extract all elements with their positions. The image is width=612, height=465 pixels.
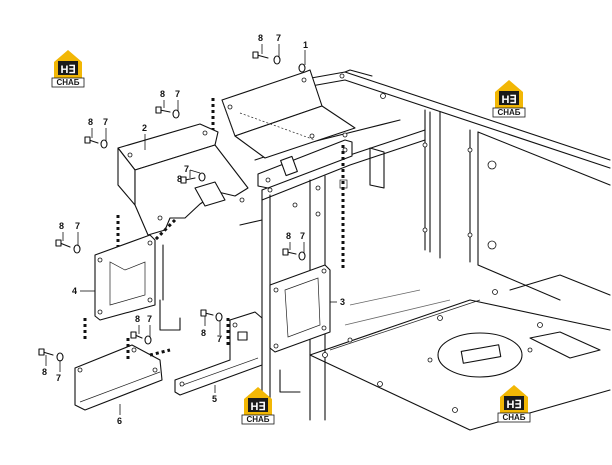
callout-8: 8 — [135, 314, 140, 324]
callout-8: 8 — [88, 117, 93, 127]
watermark-logo: СНАБ — [492, 79, 526, 118]
bolt-set-part-2-mid — [180, 172, 206, 184]
callout-4: 4 — [72, 286, 77, 296]
callout-7: 7 — [147, 314, 152, 324]
callout-3: 3 — [340, 297, 345, 307]
machine-frame — [159, 69, 611, 431]
callout-7: 7 — [276, 33, 281, 43]
callout-8: 8 — [160, 89, 165, 99]
callout-7: 7 — [300, 231, 305, 241]
part-1-upper-cover — [211, 69, 356, 159]
part-5-lower-cover — [174, 311, 263, 396]
watermark-logo: СНАБ — [241, 386, 275, 425]
leader-lines — [45, 44, 337, 415]
callout-7: 7 — [175, 89, 180, 99]
part-6-bottom-plate — [74, 338, 171, 411]
bolt-set-part-6-upper — [130, 331, 152, 345]
svg-text:СНАБ: СНАБ — [56, 78, 79, 87]
bolt-set-part-1 — [252, 51, 306, 73]
part-4-left-plate — [83, 234, 156, 340]
watermark-logo: СНАБ — [497, 384, 531, 423]
fasteners — [38, 51, 306, 362]
callout-7: 7 — [184, 164, 189, 174]
callout-1: 1 — [303, 40, 308, 50]
part-3-right-panel — [269, 264, 331, 353]
bolt-set-part-4 — [55, 239, 81, 254]
callout-8: 8 — [258, 33, 263, 43]
svg-text:СНАБ: СНАБ — [246, 415, 269, 424]
bolt-set-part-6 — [38, 348, 64, 362]
callout-8: 8 — [177, 174, 182, 184]
bolt-set-part-2-left — [84, 136, 108, 149]
callout-8: 8 — [42, 367, 47, 377]
callout-8: 8 — [201, 328, 206, 338]
callout-5: 5 — [212, 394, 217, 404]
callout-7: 7 — [103, 117, 108, 127]
callout-8: 8 — [59, 221, 64, 231]
callout-2: 2 — [142, 123, 147, 133]
svg-text:СНАБ: СНАБ — [497, 108, 520, 117]
svg-text:СНАБ: СНАБ — [502, 413, 525, 422]
bolt-set-part-5 — [200, 309, 223, 322]
mounting-bracket — [257, 139, 353, 270]
part-2-left-cover — [116, 123, 249, 265]
watermark-logo: СНАБ — [51, 49, 85, 88]
bolt-set-part-2-top — [155, 106, 180, 119]
bolt-set-part-3 — [282, 248, 306, 261]
callout-6: 6 — [117, 416, 122, 426]
callout-7: 7 — [56, 373, 61, 383]
callout-7: 7 — [217, 334, 222, 344]
callout-labels: 1 8 7 8 7 8 7 2 7 8 8 7 8 7 4 3 8 7 8 7 … — [42, 33, 345, 426]
callout-8: 8 — [286, 231, 291, 241]
callout-7: 7 — [75, 221, 80, 231]
